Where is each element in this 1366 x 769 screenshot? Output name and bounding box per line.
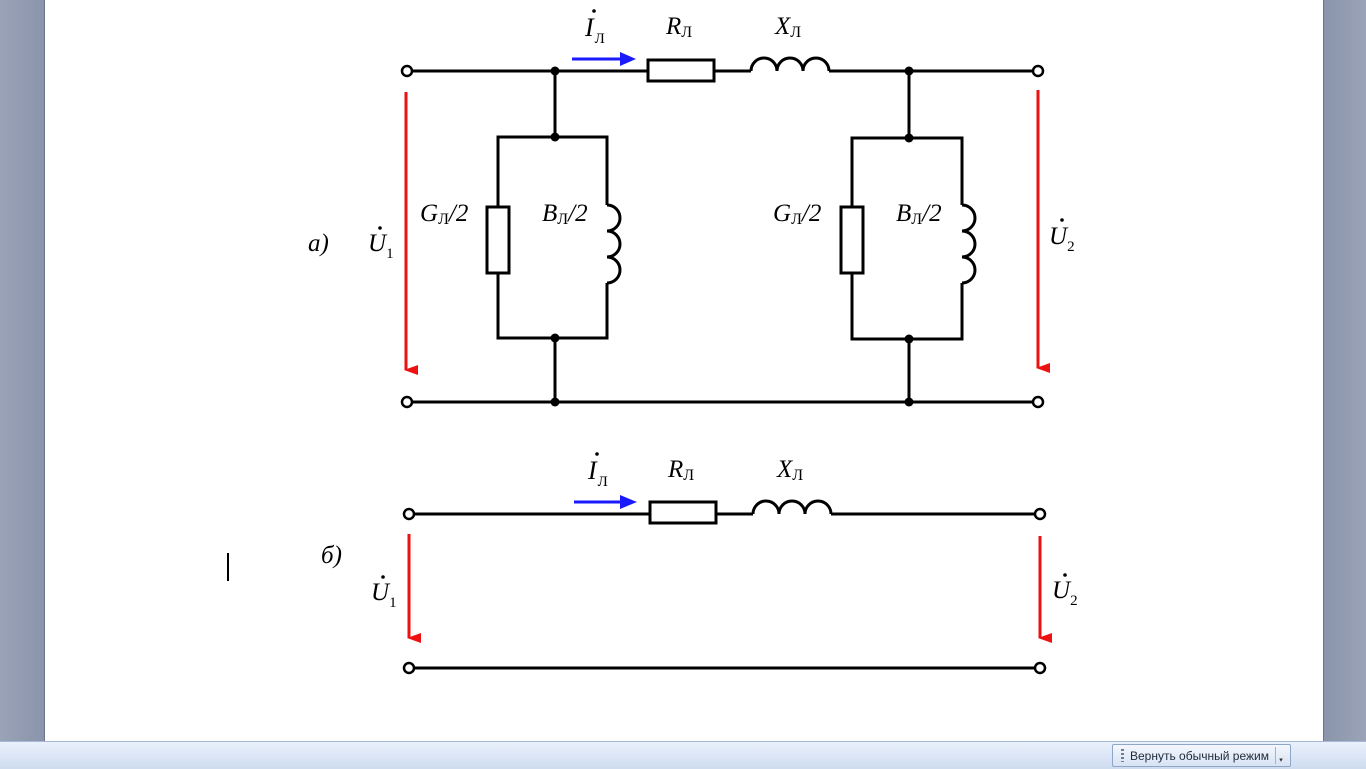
node: [904, 133, 914, 143]
terminal: [1031, 395, 1045, 409]
conductance-right-label: GЛ/2: [773, 200, 821, 228]
voltage-u1-label: U1: [371, 575, 397, 611]
diagram-label: б): [321, 542, 342, 569]
node: [550, 397, 560, 407]
conductor-g-right: [839, 205, 865, 275]
current-arrow: [574, 495, 637, 509]
diagram-b: [414, 499, 1035, 670]
diagram-label: а): [308, 230, 329, 257]
svg-text:U2: U2: [1052, 577, 1078, 609]
node: [904, 66, 914, 76]
slide-page: [44, 0, 1324, 741]
right-margin-strip: [1323, 0, 1366, 741]
voltage-u2-label: U2: [1049, 218, 1075, 255]
susceptance-left-label: BЛ/2: [542, 200, 588, 228]
resistor-r: [646, 58, 716, 83]
current-label: IЛ: [587, 452, 608, 490]
diagram-b-terminals: [402, 507, 1047, 675]
current-arrow: [572, 52, 636, 66]
left-margin-strip: [0, 0, 44, 741]
inductor-b-right: [961, 203, 977, 285]
conductor-g-left: [485, 205, 511, 275]
reactance-label: XЛ: [774, 13, 801, 41]
text-cursor: [227, 553, 229, 581]
inductor-x: [751, 499, 833, 515]
terminal: [400, 64, 414, 78]
circuit-diagrams: а) IЛ RЛ XЛ GЛ/2 BЛ/2 GЛ/2 BЛ/2 U1 U2 б)…: [308, 9, 1078, 675]
dropdown-arrow-icon[interactable]: ▾: [1274, 747, 1286, 764]
terminal: [1031, 64, 1045, 78]
voltage-u1-label: U1: [368, 226, 394, 262]
node: [550, 333, 560, 343]
inductor-x: [749, 56, 831, 72]
terminal: [402, 507, 416, 521]
svg-text:U2: U2: [1049, 223, 1075, 255]
node: [904, 334, 914, 344]
resistance-label: RЛ: [665, 13, 692, 41]
svg-text:U1: U1: [371, 579, 397, 611]
resistance-label: RЛ: [667, 456, 694, 484]
terminal: [1033, 507, 1047, 521]
svg-text:IЛ: IЛ: [584, 13, 605, 47]
node: [550, 66, 560, 76]
conductance-left-label: GЛ/2: [420, 200, 468, 228]
terminal: [400, 395, 414, 409]
terminal: [402, 661, 416, 675]
restore-normal-mode-label: Вернуть обычный режим: [1130, 748, 1269, 763]
wire: [496, 135, 609, 207]
restore-normal-mode-button[interactable]: Вернуть обычный режим ▾: [1112, 744, 1291, 767]
diagram-a: [412, 56, 1033, 404]
diagram-a-nodes: [550, 66, 914, 407]
node: [904, 397, 914, 407]
inductor-b-left: [606, 203, 622, 285]
svg-text:IЛ: IЛ: [587, 456, 608, 490]
terminal: [1033, 661, 1047, 675]
node: [550, 132, 560, 142]
current-label: IЛ: [584, 9, 605, 47]
wire: [850, 273, 964, 341]
wire: [496, 273, 609, 340]
diagram-a-terminals: [400, 64, 1045, 409]
susceptance-right-label: BЛ/2: [896, 200, 942, 228]
voltage-u2-label: U2: [1052, 573, 1078, 609]
svg-text:U1: U1: [368, 230, 394, 262]
resistor-r: [648, 500, 718, 525]
grip-icon: [1121, 749, 1124, 762]
wire: [850, 136, 964, 207]
reactance-label: XЛ: [776, 456, 803, 484]
